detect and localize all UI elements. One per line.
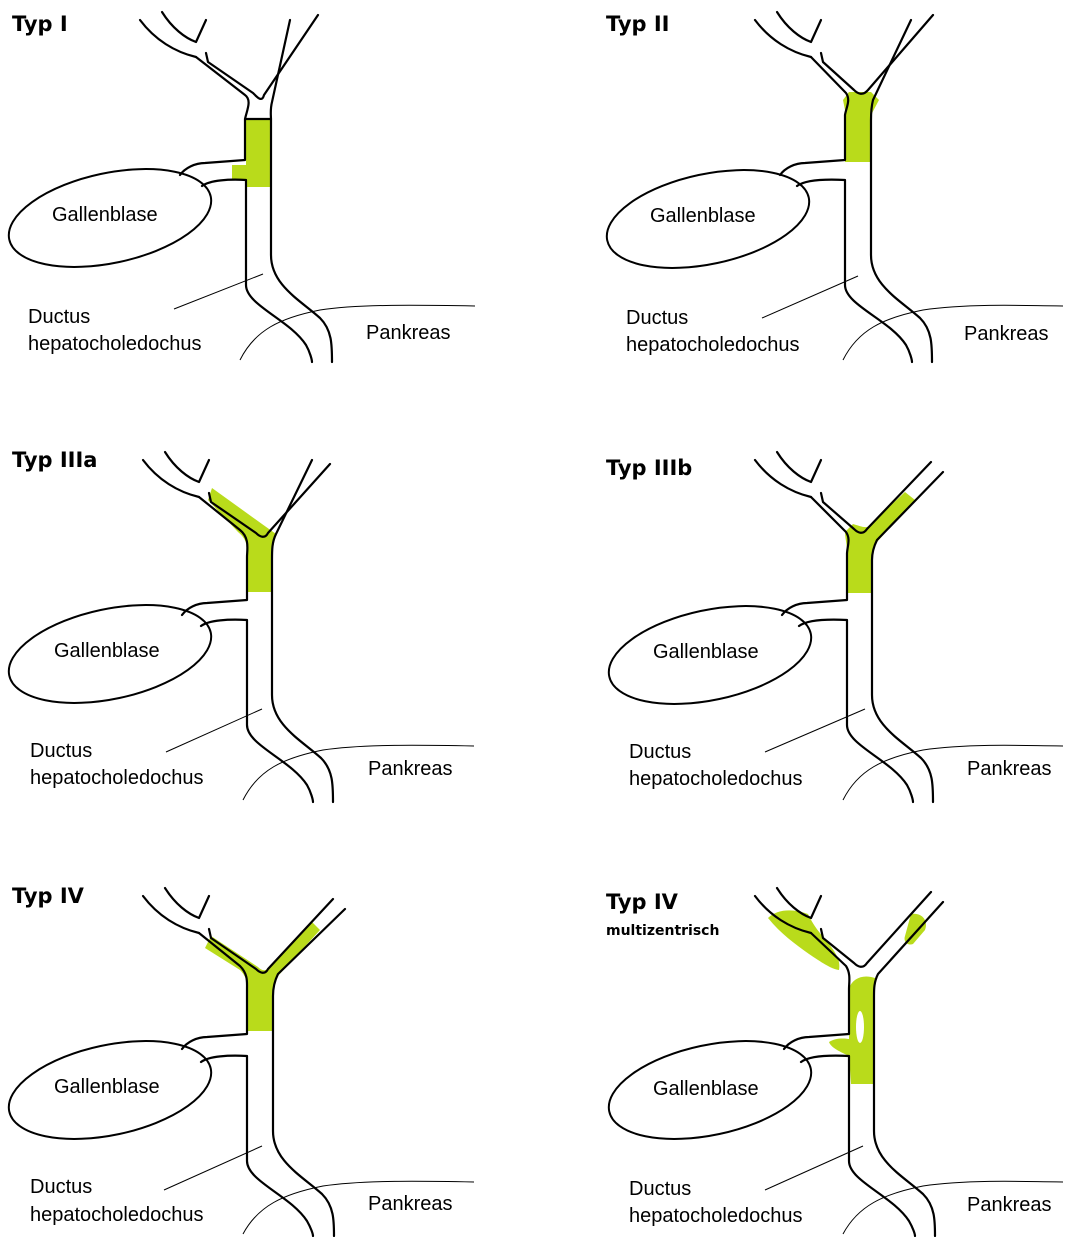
duct-pointer-line xyxy=(164,1146,262,1190)
panel-subtitle: multizentrisch xyxy=(606,923,719,939)
tumor-highlight xyxy=(205,922,320,1031)
gallbladder-label: Gallenblase xyxy=(650,203,756,229)
panel-title: Typ II xyxy=(606,12,670,36)
panel-title: Typ IV xyxy=(12,884,84,908)
gallbladder-label: Gallenblase xyxy=(54,638,160,664)
duct-label-line2: hepatocholedochus xyxy=(629,1203,802,1229)
panel-title: Typ IIIa xyxy=(12,448,97,472)
panel-typ-4-multizentrisch: Typ IV multizentrisch Gallenblase Ductus… xyxy=(533,824,1066,1236)
gallbladder-label: Gallenblase xyxy=(653,639,759,665)
duct-pointer-line xyxy=(765,709,865,752)
gallbladder-label: Gallenblase xyxy=(653,1076,759,1102)
duct-label-line2: hepatocholedochus xyxy=(626,332,799,358)
pancreas-label: Pankreas xyxy=(366,320,451,346)
biliary-tree-drawing xyxy=(533,0,1066,412)
duct-outline xyxy=(755,452,943,802)
duct-label-line1: Ductus xyxy=(629,739,691,765)
duct-label-line2: hepatocholedochus xyxy=(28,331,201,357)
panel-typ-1: Typ I Gallenblase Ductus hepatocholedoch… xyxy=(0,0,533,412)
duct-label-line1: Ductus xyxy=(30,738,92,764)
duct-outline xyxy=(140,12,332,362)
lumen-gap xyxy=(856,1011,864,1043)
panel-title: Typ IV xyxy=(606,890,678,914)
duct-label-line2: hepatocholedochus xyxy=(30,1202,203,1228)
duct-label-line1: Ductus xyxy=(30,1174,92,1200)
panel-typ-3b: Typ IIIb Gallenblase Ductus hepatocholed… xyxy=(533,412,1066,824)
pancreas-label: Pankreas xyxy=(967,1192,1052,1218)
duct-label-line2: hepatocholedochus xyxy=(30,765,203,791)
panel-typ-2: Typ II Gallenblase Ductus hepatocholedoc… xyxy=(533,0,1066,412)
tumor-highlight xyxy=(232,119,271,187)
duct-label-line2: hepatocholedochus xyxy=(629,766,802,792)
duct-pointer-line xyxy=(174,274,263,309)
tumor-focus-common-duct xyxy=(829,976,875,1084)
duct-pointer-line xyxy=(762,276,858,318)
duct-label-line1: Ductus xyxy=(626,305,688,331)
tumor-highlight xyxy=(208,488,276,592)
pancreas-label: Pankreas xyxy=(368,756,453,782)
panel-typ-3a: Typ IIIa Gallenblase Ductus hepatocholed… xyxy=(0,412,533,824)
duct-outline xyxy=(143,888,345,1236)
duct-pointer-line xyxy=(765,1146,863,1190)
pancreas-label: Pankreas xyxy=(964,321,1049,347)
panel-typ-4: Typ IV Gallenblase Ductus hepatocholedoc… xyxy=(0,824,533,1236)
biliary-tree-drawing xyxy=(533,824,1066,1236)
tumor-highlight xyxy=(845,492,915,593)
panel-title: Typ IIIb xyxy=(606,456,692,480)
pancreas-label: Pankreas xyxy=(368,1191,453,1217)
pancreas-label: Pankreas xyxy=(967,756,1052,782)
duct-label-line1: Ductus xyxy=(629,1176,691,1202)
duct-label-line1: Ductus xyxy=(28,304,90,330)
gallbladder-label: Gallenblase xyxy=(52,202,158,228)
panel-title: Typ I xyxy=(12,12,68,36)
gallbladder-label: Gallenblase xyxy=(54,1074,160,1100)
